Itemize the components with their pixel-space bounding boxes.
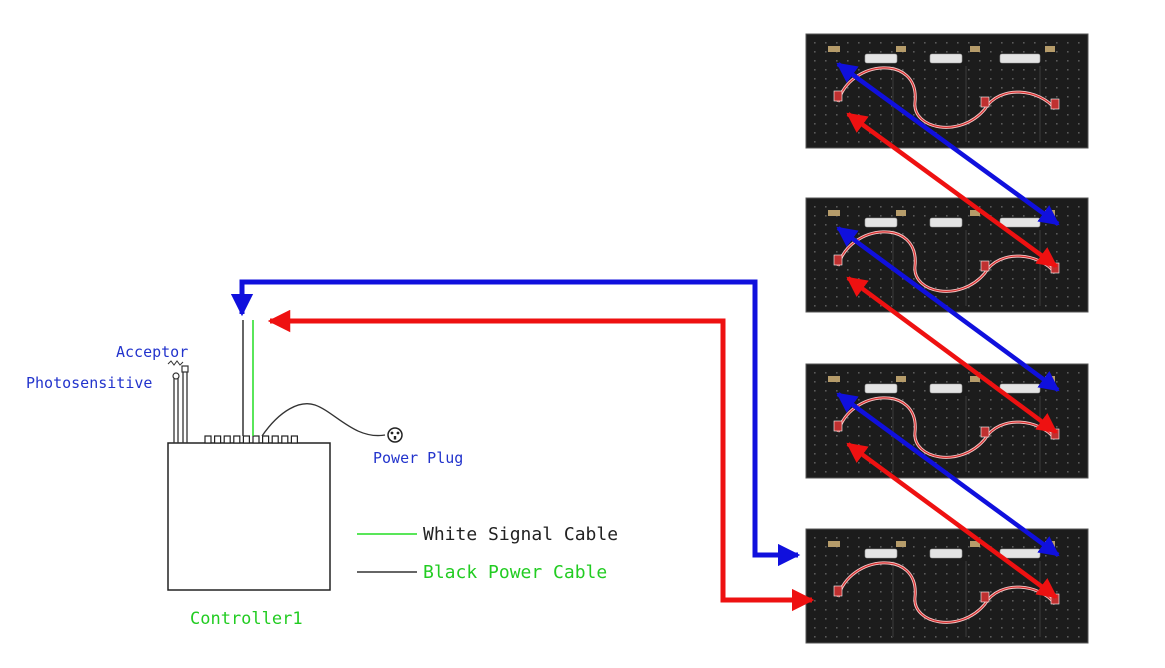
power-terminal [980,260,990,272]
controller-port [262,435,270,444]
ic-chip [828,541,840,547]
ribbon-connector [864,548,898,559]
ic-chip [828,46,840,52]
power-cord [261,403,386,437]
ribbon-connector [929,548,963,559]
controller [167,320,403,591]
ribbon-connector [999,217,1041,228]
controller-port [204,435,212,444]
power-link-arrow [846,442,1058,599]
controller-label: Controller1 [190,609,303,629]
controller-port [271,435,279,444]
ribbon-connector [999,53,1041,64]
controller-port [281,435,289,444]
ic-chip [896,46,906,52]
ribbon-connector [864,217,898,228]
photosensitive-sensor [172,372,180,380]
ribbon-connector [929,217,963,228]
power-terminal [833,254,843,266]
power-terminal [980,426,990,438]
led-panels [805,33,1089,644]
controller-port [242,435,250,444]
controller-port [214,435,222,444]
ic-chip [970,46,980,52]
ribbon-connector [929,53,963,64]
ic-chip [828,210,840,216]
power-terminal [833,90,843,102]
power-plug-icon [387,427,403,443]
acceptor-sensor [181,365,189,373]
power-terminal [833,420,843,432]
legend: White Signal Cable Black Power Cable [357,524,618,583]
ic-chip [896,541,906,547]
ic-chip [896,376,906,382]
ic-chip [1045,46,1055,52]
controller-box [167,442,331,591]
panel-links [836,62,1060,599]
legend-signal-label: White Signal Cable [423,524,618,545]
ribbon-connector [864,383,898,394]
power-plug-label: Power Plug [373,449,463,467]
power-terminal [1050,98,1060,110]
led-panel [805,33,1089,149]
power-terminal [980,591,990,603]
ribbon-connector [999,383,1041,394]
power-terminal [833,585,843,597]
ribbon-connector [864,53,898,64]
ic-chip [896,210,906,216]
photosensitive-label: Photosensitive [26,374,152,392]
controller-port [252,435,260,444]
controller-ports [204,435,298,444]
power-terminal [980,96,990,108]
red-power-route [267,309,815,612]
acceptor-lead [167,360,184,366]
controller-port [233,435,241,444]
controller-port [290,435,298,444]
controller-port [223,435,231,444]
ribbon-connector [929,383,963,394]
acceptor-label: Acceptor [116,343,188,361]
ic-chip [828,376,840,382]
legend-power-label: Black Power Cable [423,562,607,583]
ribbon-connector [999,548,1041,559]
